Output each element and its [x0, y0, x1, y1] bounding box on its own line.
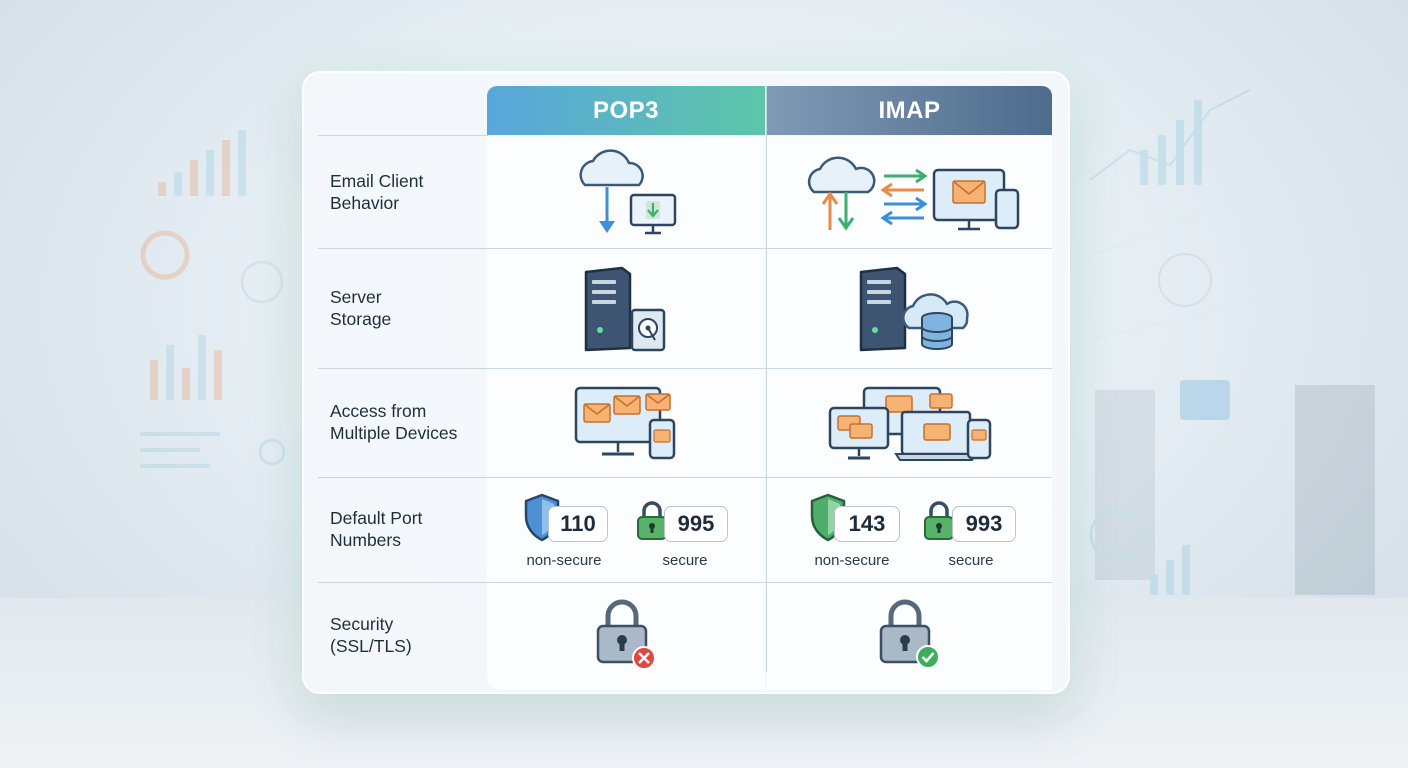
pop3-secure-caption: secure	[662, 552, 708, 569]
header-divider	[318, 135, 488, 136]
column-divider	[766, 86, 767, 672]
padlock-error-icon	[596, 599, 656, 670]
row-label-access-multiple-devices: Access from Multiple Devices	[330, 401, 458, 443]
pop3-header: POP3	[487, 86, 765, 135]
multiple-devices-icon	[828, 386, 992, 461]
cloud-sync-with-devices-icon	[807, 156, 1020, 231]
pop3-nonsecure-caption: non-secure	[526, 552, 602, 569]
imap-secure-caption: secure	[948, 552, 994, 569]
row-label-server-storage: Server Storage	[330, 287, 392, 329]
row-divider	[318, 477, 1052, 478]
server-with-cloud-database-icon	[859, 266, 969, 352]
row-label-security: Security (SSL/TLS)	[330, 614, 412, 656]
imap-nonsecure-caption: non-secure	[814, 552, 890, 569]
imap-header: IMAP	[767, 86, 1052, 135]
row-label-default-ports: Default Port Numbers	[330, 508, 423, 550]
padlock-icon	[924, 501, 954, 540]
row-label-email-client-behavior: Email Client Behavior	[330, 171, 424, 213]
padlock-check-icon	[879, 599, 940, 669]
imap-secure-port: 993	[952, 506, 1016, 542]
single-computer-and-phone-icon	[574, 386, 676, 460]
pop3-nonsecure-port: 110	[548, 506, 608, 542]
row-divider	[318, 368, 1052, 369]
row-divider	[318, 248, 1052, 249]
pop3-secure-port: 995	[664, 506, 728, 542]
row-divider	[318, 582, 1052, 583]
server-with-hard-drive-icon	[584, 266, 666, 352]
cloud-download-to-computer-icon	[579, 149, 677, 235]
imap-nonsecure-port: 143	[834, 506, 900, 542]
